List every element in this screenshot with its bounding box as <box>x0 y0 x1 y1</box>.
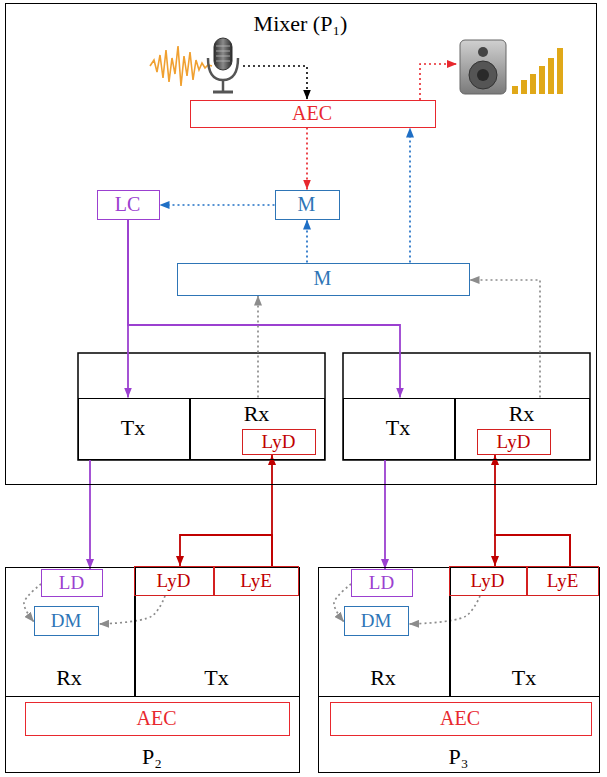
level-control-block-label: LC <box>115 193 141 215</box>
demixing-block: DM <box>344 606 409 636</box>
aec-block: AEC <box>330 702 592 736</box>
receive-cell: Rx LD DM <box>5 567 135 697</box>
participant-box: P₂ Rx LD DM Tx LyD LyE AEC <box>5 567 300 773</box>
demixing-block-label: DM <box>51 610 82 631</box>
signal-connector <box>334 584 351 622</box>
mixing-block: M <box>177 263 470 296</box>
demixing-block-label: DM <box>361 610 392 631</box>
signal-connector <box>128 220 400 398</box>
speaker-icon <box>460 40 563 94</box>
signal-arrow <box>420 64 457 100</box>
layer-decoder-block: LyD <box>477 429 551 455</box>
transmit-cell: Tx <box>78 398 190 460</box>
mixing-block-label: M <box>314 267 332 289</box>
signal-connector <box>495 455 570 566</box>
signal-connector <box>24 584 41 622</box>
signal-connector <box>99 596 165 624</box>
aec-block-label: AEC <box>137 707 177 729</box>
participant-box: P₃ Rx LD DM Tx LyD LyE AEC <box>318 567 600 773</box>
layer-decoder-block-label: LyD <box>497 431 531 452</box>
layer-decoder-block: LyD <box>134 566 214 596</box>
signal-connector <box>257 296 259 398</box>
aec-block-label: AEC <box>440 707 480 729</box>
receive-cell: RxLyD <box>455 398 590 460</box>
mixing-block: M <box>275 190 340 220</box>
layer-encoder-block-label: LyE <box>547 570 579 591</box>
layer-decoder-block: LyD <box>242 429 316 455</box>
signal-connector <box>470 280 541 398</box>
aec-block-label: AEC <box>292 102 332 124</box>
connector-group <box>24 128 570 625</box>
layer-encoder-block-label: LyE <box>240 570 272 591</box>
transmit-cell: Tx LyD LyE <box>450 567 600 697</box>
receive-cell-label: Rx <box>509 402 535 427</box>
transmit-cell-label: Tx <box>386 416 410 441</box>
layer-encoder-block: LyE <box>527 566 599 596</box>
microphone-icon <box>208 38 238 92</box>
participant-box-label: P₂ <box>142 745 162 770</box>
signal-connector <box>306 220 308 263</box>
layer-decoder-block-label: LyD <box>262 431 296 452</box>
layer-decoder-block-label: LyD <box>471 570 505 591</box>
level-decoder-block-label: LD <box>59 572 84 593</box>
receive-cell: RxLyD <box>190 398 325 460</box>
signal-connector <box>495 535 570 566</box>
signal-connector <box>384 460 386 570</box>
receive-cell-label: Rx <box>370 666 396 691</box>
signal-connector <box>409 596 480 624</box>
signal-connector <box>409 128 411 263</box>
level-decoder-block: LD <box>351 569 413 597</box>
aec-block: AEC <box>190 100 436 128</box>
transmit-cell-label: Tx <box>121 416 145 441</box>
transmit-cell-label: Tx <box>512 666 536 691</box>
participant-box-label: P₃ <box>449 745 469 770</box>
level-decoder-block-label: LD <box>369 572 394 593</box>
receive-cell-label: Rx <box>244 402 270 427</box>
transmit-cell: Tx LyD LyE <box>135 567 300 697</box>
transceiver-frame <box>78 353 325 460</box>
level-decoder-block: LD <box>41 569 103 597</box>
transmit-cell: Tx <box>343 398 455 460</box>
signal-arrow <box>243 66 307 100</box>
signal-connector <box>160 204 275 206</box>
layer-decoder-block: LyD <box>449 566 527 596</box>
signal-connector <box>89 460 91 570</box>
mixing-block-label: M <box>298 193 316 215</box>
signal-connector <box>180 535 272 566</box>
mixer-box-label: Mixer (P₁) <box>254 12 348 37</box>
signal-connector <box>306 128 308 190</box>
layer-decoder-block-label: LyD <box>157 570 191 591</box>
audio-waveform <box>150 46 212 86</box>
transmit-cell-label: Tx <box>204 666 228 691</box>
level-control-block: LC <box>97 190 160 220</box>
demixing-block: DM <box>34 606 99 636</box>
receive-cell: Rx LD DM <box>318 567 450 697</box>
layer-encoder-block: LyE <box>214 566 299 596</box>
mixer-box: Mixer (P₁) AEC M LC M Tx RxLyD Tx RxLyD <box>5 3 597 485</box>
transceiver-frame <box>343 353 590 460</box>
aec-block: AEC <box>25 702 290 736</box>
receive-cell-label: Rx <box>56 666 82 691</box>
